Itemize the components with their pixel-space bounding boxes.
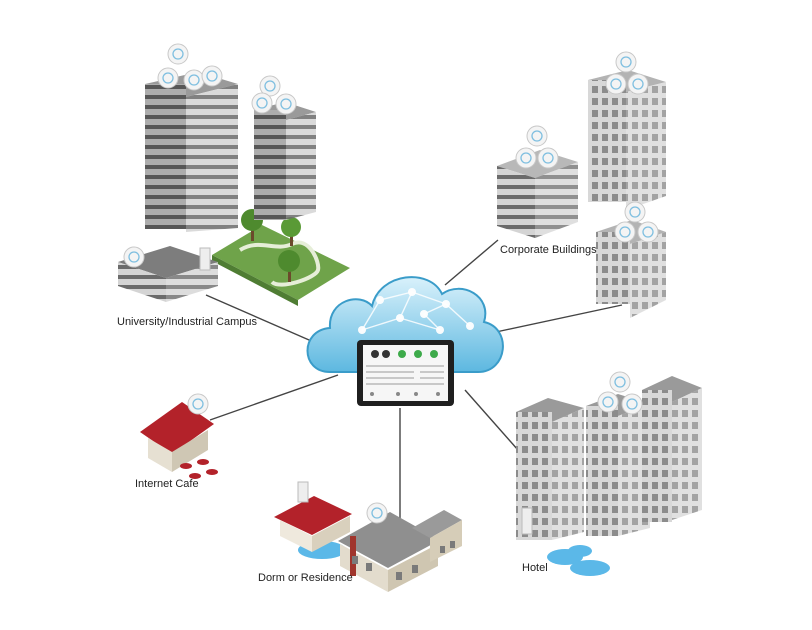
access-point-icon — [621, 393, 643, 415]
access-point-icon — [366, 502, 388, 524]
tree-icon — [241, 209, 301, 282]
campus-group — [118, 43, 350, 306]
cafe-roof — [140, 402, 214, 454]
corporate-building-low — [497, 150, 578, 238]
cloud-icon — [306, 276, 504, 373]
access-point-icon — [624, 201, 646, 223]
access-point-icon — [201, 65, 223, 87]
link-corporate — [444, 239, 499, 286]
label-dorm: Dorm or Residence — [258, 572, 353, 584]
access-point-icon — [609, 371, 631, 393]
access-point-icon — [526, 125, 548, 147]
access-point-icon — [275, 93, 297, 115]
label-campus: University/Industrial Campus — [117, 316, 257, 328]
tablet-dashboard-icon — [357, 340, 454, 406]
label-corporate: Corporate Buildings — [500, 244, 597, 256]
access-point-icon — [167, 43, 189, 65]
access-point-icon — [123, 246, 145, 268]
campus-tower-tall — [145, 72, 238, 232]
access-point-icon — [515, 147, 537, 169]
access-point-icon — [157, 67, 179, 89]
access-point-icon — [614, 221, 636, 243]
corporate-group — [497, 51, 666, 318]
access-point-icon — [615, 51, 637, 73]
access-point-icon — [637, 221, 659, 243]
dorm-group — [274, 481, 462, 592]
corporate-tower-tall — [588, 70, 666, 210]
link-hotel — [464, 389, 519, 451]
access-point-icon — [187, 393, 209, 415]
cafe-table-icon — [180, 459, 218, 479]
label-hotel: Hotel — [522, 562, 548, 574]
campus-tower-medium — [254, 102, 316, 220]
access-point-icon — [251, 92, 273, 114]
hotel-group — [516, 371, 702, 576]
access-point-icon — [537, 147, 559, 169]
access-point-icon — [183, 69, 205, 91]
campus-low-building — [118, 246, 218, 302]
link-cafe — [209, 374, 339, 421]
label-cafe: Internet Cafe — [135, 478, 199, 490]
link-corporate-tower — [495, 304, 623, 333]
access-point-icon — [597, 391, 619, 413]
cafe-group — [140, 393, 218, 479]
access-point-icon — [605, 73, 627, 95]
access-point-icon — [627, 73, 649, 95]
